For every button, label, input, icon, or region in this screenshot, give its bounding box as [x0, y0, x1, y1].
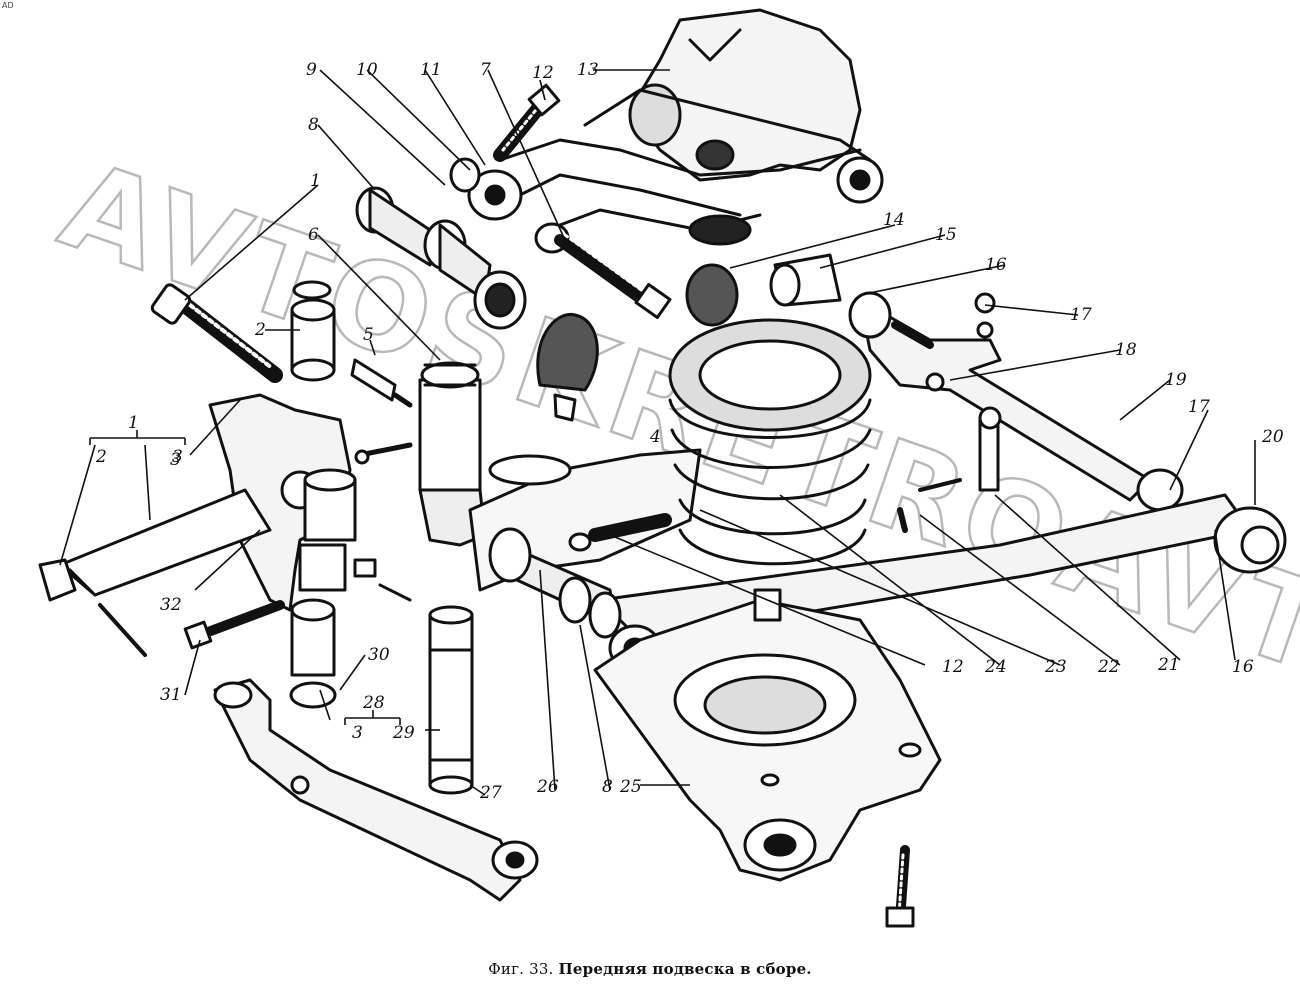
callout-14: 14: [883, 210, 905, 230]
caption-title: Передняя подвеска в сборе.: [558, 960, 812, 978]
callout-5: 5: [363, 325, 374, 345]
callout-27: 27: [479, 783, 502, 803]
callout-2-caption: 2: [95, 447, 107, 467]
bolt-12-top: [493, 83, 561, 162]
callout-10: 10: [356, 60, 378, 80]
lower-control-arm: [593, 588, 942, 882]
callout-4: 4: [649, 427, 661, 447]
callout-18: 18: [1115, 340, 1137, 360]
callout-31: 31: [160, 685, 182, 705]
upper-bushings: [355, 157, 527, 330]
callout-20: 20: [1261, 427, 1284, 447]
bolt-1: [150, 283, 283, 383]
shock-absorber: [354, 361, 487, 547]
steering-knuckle: [38, 393, 357, 612]
callout-1-top: 1: [310, 171, 321, 191]
rubber-bumper: [536, 312, 599, 422]
figure-caption: Фиг. 33. Передняя подвеска в сборе.: [0, 960, 1300, 978]
callout-15: 15: [935, 225, 957, 245]
callout-3-bottom: 3: [352, 723, 363, 743]
callout-1-caption: 1: [128, 413, 139, 433]
caption-fig: Фиг. 33.: [488, 960, 554, 978]
callout-11: 11: [420, 60, 442, 80]
callout-3-caption: 3: [172, 447, 183, 467]
callout-23: 23: [1044, 657, 1067, 677]
callout-29: 29: [392, 723, 415, 743]
pads-14-15: [685, 253, 842, 327]
callout-12-top: 12: [532, 63, 554, 83]
callout-6: 6: [308, 225, 319, 245]
kingpin-29: [428, 605, 474, 795]
nut-cotter: [353, 558, 412, 602]
callout-28: 28: [362, 693, 385, 713]
upper-bracket-13: [467, 8, 884, 254]
callout-9: 9: [306, 60, 317, 80]
key-5: [350, 358, 413, 408]
callout-8-bottom: 8: [602, 777, 613, 797]
callout-25: 25: [619, 777, 642, 797]
callout-16-right: 16: [1232, 657, 1254, 677]
callout-12-bottom: 12: [942, 657, 964, 677]
steering-arm: [213, 678, 539, 902]
bolt-bottom: [885, 845, 915, 928]
callout-21: 21: [1157, 655, 1180, 675]
corner-mark: AD: [2, 1, 14, 10]
strut-rod-19: [848, 291, 1184, 512]
callout-19: 19: [1165, 370, 1187, 390]
callout-17-top: 17: [1070, 305, 1092, 325]
bolt-7: [554, 233, 672, 319]
bolt-31: [98, 600, 285, 657]
callout-2-top: 2: [254, 320, 266, 340]
callout-32: 32: [160, 595, 182, 615]
coil-spring: [668, 318, 872, 566]
callout-30: 30: [368, 645, 390, 665]
callout-13: 13: [577, 60, 599, 80]
callout-labels: 1 2 3 3 4 5 6 7 8 8 9 10 11 12 12 13 14 …: [95, 60, 1284, 803]
callout-26: 26: [536, 777, 559, 797]
callout-16-top: 16: [985, 255, 1007, 275]
callout-8-top: 8: [308, 115, 319, 135]
callout-24: 24: [984, 657, 1007, 677]
kingpin-bushings: [289, 280, 337, 709]
leader-lines: [59, 69, 1256, 796]
callout-3-left: 3: [170, 450, 181, 470]
lower-bushings: [488, 513, 672, 639]
callout-22: 22: [1097, 657, 1120, 677]
callout-7: 7: [480, 60, 491, 80]
callout-17-right: 17: [1188, 397, 1210, 417]
